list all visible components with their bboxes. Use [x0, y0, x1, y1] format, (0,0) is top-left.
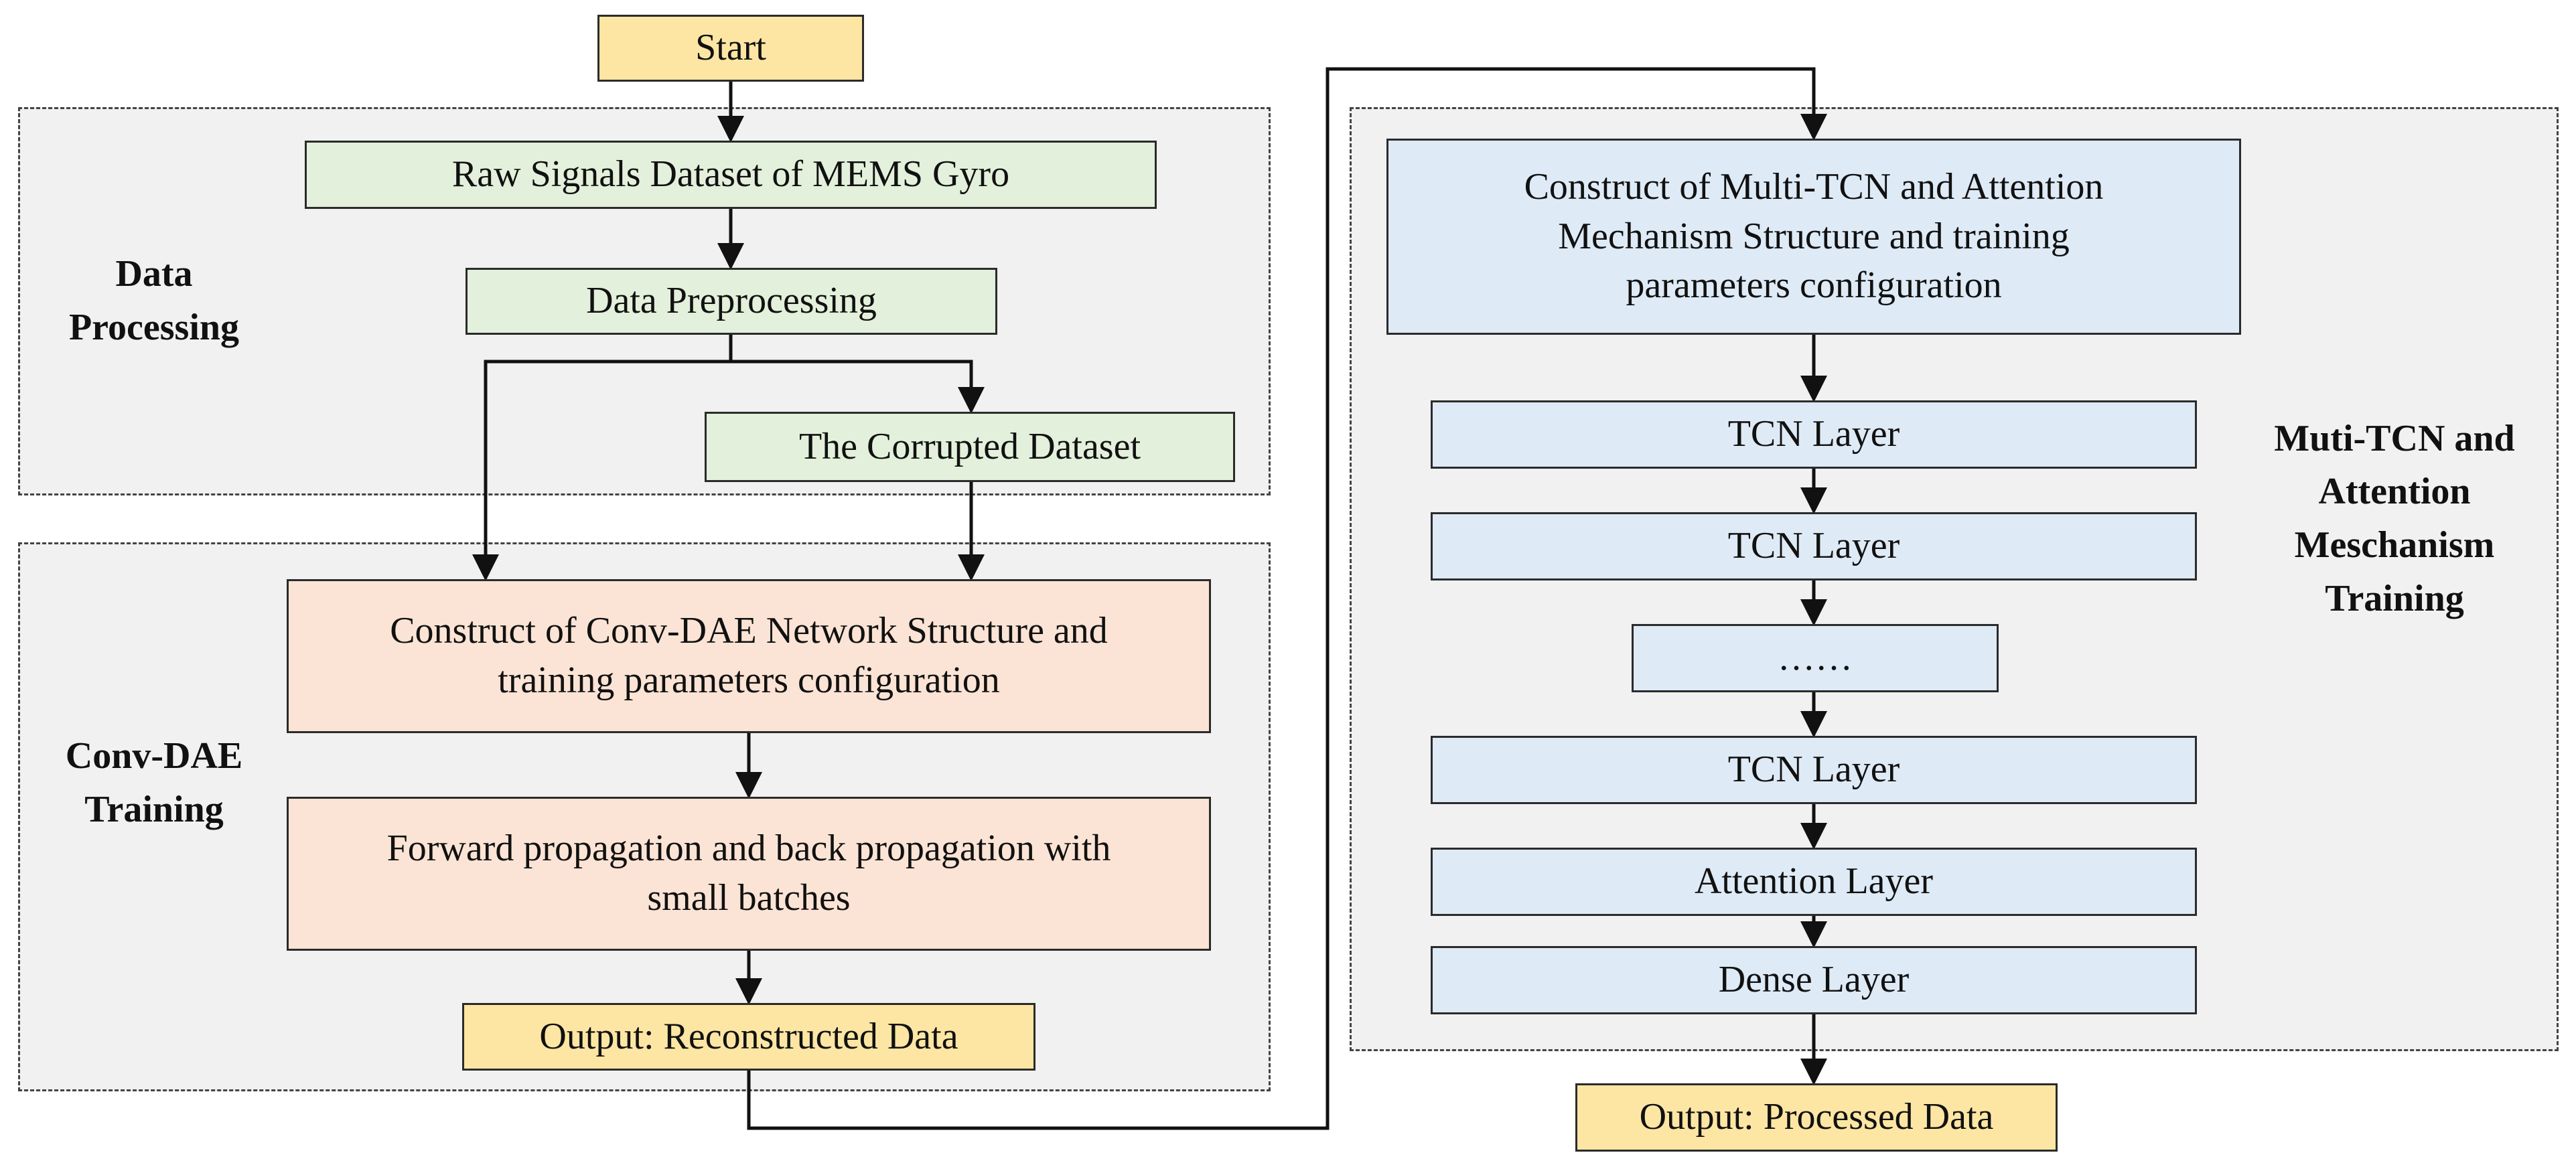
- start-label: Start: [695, 27, 766, 69]
- ellipsis-label: ……: [1778, 637, 1853, 679]
- conv-dae-construct-line-1: Construct of Conv-DAE Network Structure …: [390, 610, 1108, 652]
- conv-dae-construct-line-2: training parameters configuration: [498, 659, 1000, 701]
- arrow-preprocessing-to-conv-dae: [472, 333, 733, 581]
- tcn-layer-3-label: TCN Layer: [1727, 749, 1900, 791]
- arrow-preprocessing-to-corrupted: [731, 360, 985, 414]
- preprocessing-node: Data Preprocessing: [466, 268, 997, 335]
- arrow-output-to-multi-tcn: [747, 67, 1827, 1130]
- data-processing-text: Data Processing: [69, 248, 239, 354]
- multi-tcn-construct-line-2: Mechanism Structure and training: [1558, 215, 2070, 257]
- tcn-layer-1-node: TCN Layer: [1431, 400, 2197, 469]
- ellipsis-node: ……: [1632, 624, 1999, 692]
- conv-dae-line-2: Training: [84, 789, 224, 830]
- corrupted-dataset-node: The Corrupted Dataset: [705, 412, 1235, 482]
- conv-dae-line-1: Conv-DAE: [65, 735, 243, 777]
- propagation-line-2: small batches: [647, 877, 851, 919]
- output-reconstructed-node: Output: Reconstructed Data: [462, 1003, 1035, 1071]
- multi-tcn-construct-node: Construct of Multi-TCN and Attention Mec…: [1386, 139, 2241, 335]
- raw-signals-label: Raw Signals Dataset of MEMS Gyro: [451, 153, 1010, 196]
- propagation-line-1: Forward propagation and back propagation…: [386, 828, 1111, 870]
- attention-layer-node: Attention Layer: [1431, 848, 2197, 916]
- start-node: Start: [597, 15, 864, 82]
- output-processed-node: Output: Processed Data: [1575, 1083, 2058, 1152]
- output-processed-label: Output: Processed Data: [1639, 1096, 1994, 1138]
- multi-tcn-construct-text: Construct of Multi-TCN and Attention Mec…: [1524, 163, 2104, 311]
- tcn-layer-1-label: TCN Layer: [1727, 413, 1900, 455]
- propagation-node: Forward propagation and back propagation…: [287, 797, 1211, 951]
- conv-dae-construct-text: Construct of Conv-DAE Network Structure …: [390, 607, 1108, 706]
- multi-tcn-construct-line-3: parameters configuration: [1626, 264, 2002, 307]
- tcn-layer-3-node: TCN Layer: [1431, 736, 2197, 804]
- corrupted-dataset-label: The Corrupted Dataset: [798, 425, 1141, 467]
- data-processing-label: Data Processing: [27, 241, 281, 362]
- tcn-layer-2-node: TCN Layer: [1431, 512, 2197, 580]
- preprocessing-label: Data Preprocessing: [586, 280, 877, 322]
- propagation-text: Forward propagation and back propagation…: [387, 824, 1111, 923]
- tcn-layer-2-label: TCN Layer: [1727, 525, 1900, 567]
- muti-tcn-line-2: Attention: [2318, 471, 2471, 513]
- conv-dae-construct-node: Construct of Conv-DAE Network Structure …: [287, 579, 1211, 733]
- raw-signals-node: Raw Signals Dataset of MEMS Gyro: [305, 141, 1157, 209]
- muti-tcn-training-label: Muti-TCN and Attention Meschanism Traini…: [2230, 395, 2559, 643]
- data-processing-line-2: Processing: [68, 307, 240, 348]
- muti-tcn-training-text: Muti-TCN and Attention Meschanism Traini…: [2274, 412, 2514, 625]
- muti-tcn-line-4: Training: [2325, 577, 2464, 619]
- dense-layer-node: Dense Layer: [1431, 946, 2197, 1014]
- conv-dae-training-label: Conv-DAE Training: [27, 723, 281, 844]
- multi-tcn-construct-line-1: Construct of Multi-TCN and Attention: [1524, 165, 2104, 208]
- data-processing-line-1: Data: [115, 253, 193, 295]
- muti-tcn-line-3: Meschanism: [2294, 524, 2495, 566]
- conv-dae-training-text: Conv-DAE Training: [66, 730, 242, 836]
- dense-layer-label: Dense Layer: [1718, 959, 1910, 1001]
- attention-layer-label: Attention Layer: [1694, 860, 1934, 903]
- muti-tcn-line-1: Muti-TCN and: [2274, 417, 2515, 459]
- output-reconstructed-label: Output: Reconstructed Data: [539, 1015, 958, 1057]
